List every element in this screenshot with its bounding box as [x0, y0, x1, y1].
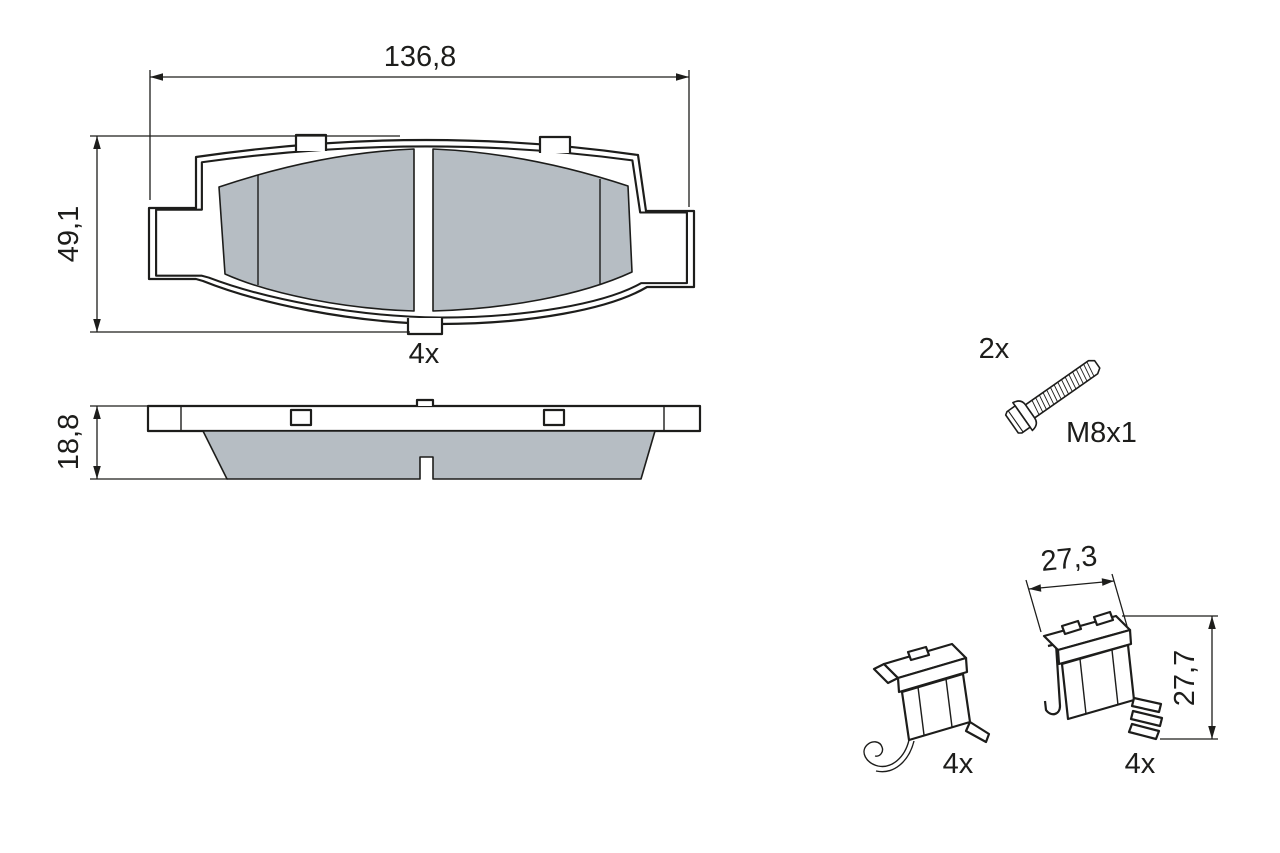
dimension-clip-width: 27,3 — [1025, 540, 1128, 633]
dim-label-width: 136,8 — [384, 41, 457, 73]
pad-quantity-label: 4x — [409, 338, 440, 370]
bolt-hex-head — [1004, 405, 1031, 434]
clip-fold-line — [1111, 649, 1119, 706]
arrowhead — [150, 73, 163, 81]
friction-material-right — [432, 148, 633, 312]
bolt-thread-lines — [1031, 361, 1095, 415]
clip-cap-tab — [1060, 619, 1083, 636]
clip-fold-line — [917, 686, 925, 736]
bolt-quantity-label: 2x — [979, 333, 1010, 365]
bolt-thread-label: M8x1 — [1066, 417, 1137, 449]
edge-tab-left — [289, 408, 313, 427]
clip-cap-front — [1056, 628, 1133, 666]
friction-material-left — [218, 148, 415, 312]
brake-pad-side-view — [146, 398, 702, 480]
arrowhead — [1208, 616, 1216, 629]
clip-comb-finger — [1129, 709, 1164, 728]
dimension-thickness-side: 18,8 — [53, 405, 228, 480]
bolt-flange — [1012, 400, 1038, 432]
arrowhead — [93, 406, 101, 419]
edge-tab-right — [542, 408, 566, 427]
arrowhead — [93, 319, 101, 332]
top-tab-left — [294, 133, 328, 151]
arrowhead — [93, 136, 101, 149]
clip-left-quantity-label: 4x — [943, 748, 974, 780]
clip-cap-tab — [906, 645, 931, 662]
arrowhead — [1029, 584, 1042, 592]
clip-hook-curl — [863, 739, 910, 768]
guide-bolt: 2x M8x1 — [979, 333, 1137, 449]
arrowhead — [1101, 578, 1114, 586]
clip-cap-front — [896, 656, 969, 694]
bottom-tab-center — [406, 318, 444, 336]
clip-right-quantity-label: 4x — [1125, 748, 1156, 780]
clip-side-arm — [1043, 642, 1062, 716]
clip-comb-finger — [1127, 722, 1161, 741]
dim-label-height: 49,1 — [53, 206, 85, 262]
arrowhead — [676, 73, 689, 81]
top-tab-right — [538, 135, 572, 153]
clip-comb-finger — [1130, 696, 1163, 714]
dim-label-clip-width: 27,3 — [1039, 540, 1098, 578]
clip-cap-tab — [1092, 610, 1115, 627]
clip-spring-blade — [964, 720, 991, 744]
arrowhead — [93, 466, 101, 479]
dim-label-thickness: 18,8 — [53, 414, 85, 470]
clip-fold-line — [1079, 658, 1087, 715]
friction-material-edge — [202, 430, 656, 480]
dim-label-clip-height: 27,7 — [1169, 650, 1201, 706]
plate-edge-outline — [146, 404, 702, 433]
brake-pad-front-view — [147, 133, 696, 336]
clip-hook-curl-inner — [875, 740, 915, 773]
arrowhead — [1208, 726, 1216, 739]
dimension-width-front: 136,8 — [149, 41, 690, 207]
retaining-clip-right: 4x — [1042, 610, 1164, 780]
retaining-clip-left: 4x — [863, 642, 991, 780]
edge-top-lug — [415, 398, 435, 406]
dimension-clip-height: 27,7 — [1122, 615, 1218, 740]
hex-facet-line — [1007, 410, 1024, 433]
clip-fold-line — [945, 678, 953, 728]
dimension-height-front: 49,1 — [53, 135, 410, 333]
bolt-shank — [1024, 359, 1101, 419]
